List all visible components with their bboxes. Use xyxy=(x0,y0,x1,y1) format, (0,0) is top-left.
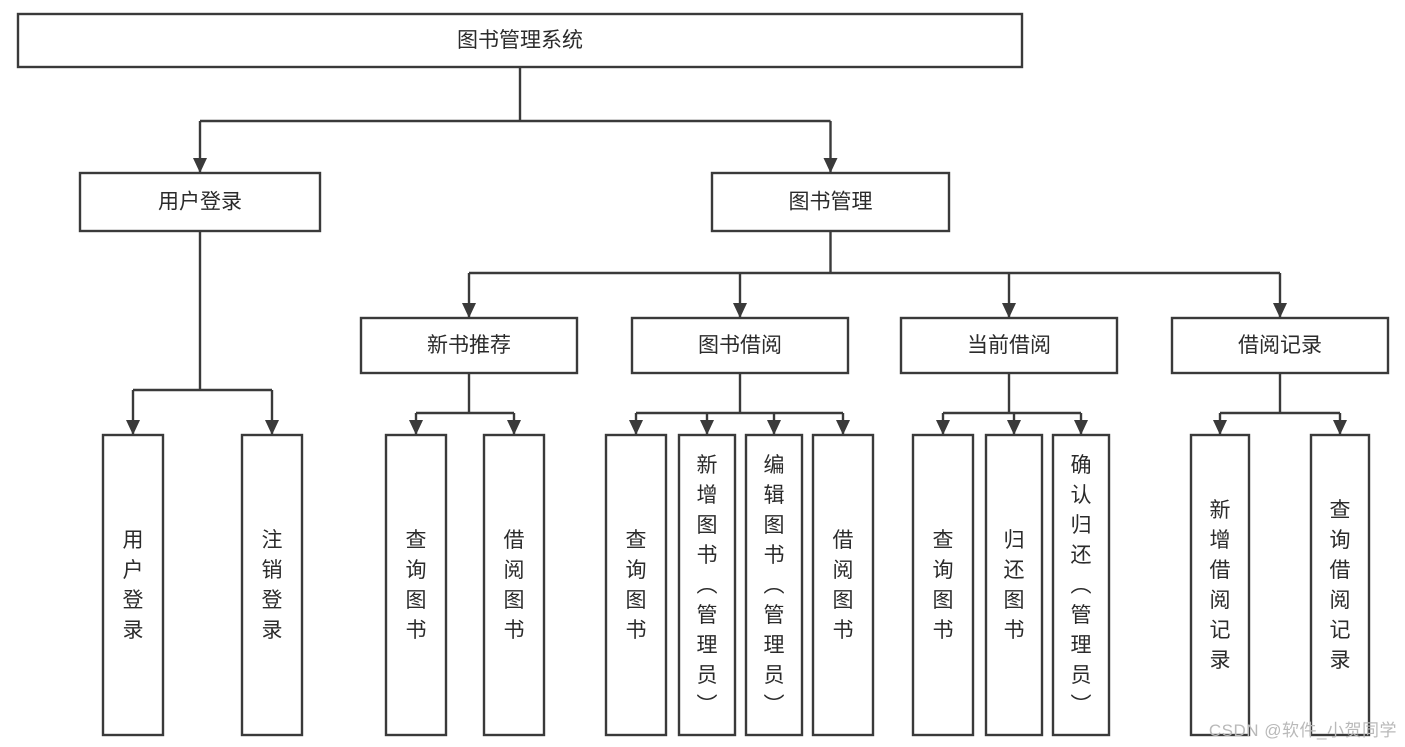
node-box-book-borrow xyxy=(630,316,850,375)
arrow-head-icon xyxy=(936,420,950,435)
arrow-head-icon xyxy=(1273,303,1287,318)
arrow-head-icon xyxy=(629,420,643,435)
node-leaf-borrow-query-book[interactable]: 查询图书 xyxy=(604,433,668,737)
node-box-leaf-current-confirm-return xyxy=(1051,433,1111,737)
node-box-leaf-current-query-book xyxy=(911,433,975,737)
node-label-new-book-rec: 新书推荐 xyxy=(427,334,511,357)
node-leaf-rec-borrow-book[interactable]: 借阅图书 xyxy=(482,433,546,737)
arrow-head-icon xyxy=(1074,420,1088,435)
node-leaf-current-query-book[interactable]: 查询图书 xyxy=(911,433,975,737)
node-label-leaf-borrow-add-book: 新增图书︵管理员︶ xyxy=(697,454,718,717)
arrow-head-icon xyxy=(409,420,423,435)
arrow-head-icon xyxy=(507,420,521,435)
arrow-head-icon xyxy=(1333,420,1347,435)
arrow-head-icon xyxy=(767,420,781,435)
node-new-book-rec[interactable]: 新书推荐 xyxy=(359,316,579,375)
node-label-book-borrow: 图书借阅 xyxy=(698,334,782,357)
node-book-borrow[interactable]: 图书借阅 xyxy=(630,316,850,375)
node-label-leaf-current-query-book: 查询图书 xyxy=(933,529,954,642)
node-label-leaf-borrow-query-book: 查询图书 xyxy=(626,529,647,642)
arrow-head-icon xyxy=(462,303,476,318)
arrow-head-icon xyxy=(836,420,850,435)
arrow-head-icon xyxy=(823,158,838,173)
node-label-leaf-user-logout: 注销登录 xyxy=(262,529,283,642)
connector-layer xyxy=(126,67,1347,435)
node-leaf-rec-query-book[interactable]: 查询图书 xyxy=(384,433,448,737)
node-box-leaf-borrow-add-book xyxy=(677,433,737,737)
node-box-leaf-rec-borrow-book xyxy=(482,433,546,737)
node-label-book-manage: 图书管理 xyxy=(789,191,873,214)
node-leaf-record-add[interactable]: 新增借阅记录 xyxy=(1189,433,1251,737)
arrow-head-icon xyxy=(265,420,279,435)
node-leaf-borrow-borrow-book[interactable]: 借阅图书 xyxy=(811,433,875,737)
node-label-leaf-current-confirm-return: 确认归还︵管理员︶ xyxy=(1071,454,1092,717)
watermark-text: CSDN @软件_小贺同学 xyxy=(1208,721,1397,740)
node-leaf-user-login[interactable]: 用户登录 xyxy=(101,433,165,737)
node-label-leaf-borrow-edit-book: 编辑图书︵管理员︶ xyxy=(764,454,785,717)
node-user-login[interactable]: 用户登录 xyxy=(78,171,322,233)
node-box-current-borrow xyxy=(899,316,1119,375)
node-label-user-login: 用户登录 xyxy=(158,191,242,214)
arrow-head-icon xyxy=(1002,303,1016,318)
node-label-current-borrow: 当前借阅 xyxy=(967,334,1051,357)
node-leaf-current-return-book[interactable]: 归还图书 xyxy=(984,433,1044,737)
arrow-head-icon xyxy=(126,420,140,435)
node-label-leaf-record-query: 查询借阅记录 xyxy=(1330,499,1351,672)
node-label-borrow-record: 借阅记录 xyxy=(1238,334,1322,357)
arrow-head-icon xyxy=(733,303,747,318)
node-label-leaf-record-add: 新增借阅记录 xyxy=(1210,499,1231,672)
node-book-manage[interactable]: 图书管理 xyxy=(710,171,951,233)
node-layer: 图书管理系统用户登录图书管理新书推荐图书借阅当前借阅借阅记录用户登录注销登录查询… xyxy=(16,12,1390,737)
node-label-leaf-borrow-borrow-book: 借阅图书 xyxy=(833,529,854,642)
arrow-head-icon xyxy=(193,158,207,173)
node-label-leaf-rec-query-book: 查询图书 xyxy=(406,529,427,642)
arrow-head-icon xyxy=(1213,420,1227,435)
node-leaf-current-confirm-return[interactable]: 确认归还︵管理员︶ xyxy=(1051,433,1111,737)
node-box-borrow-record xyxy=(1170,316,1390,375)
node-current-borrow[interactable]: 当前借阅 xyxy=(899,316,1119,375)
node-box-leaf-current-return-book xyxy=(984,433,1044,737)
node-leaf-borrow-add-book[interactable]: 新增图书︵管理员︶ xyxy=(677,433,737,737)
node-label-leaf-user-login: 用户登录 xyxy=(123,529,144,642)
arrow-head-icon xyxy=(700,420,714,435)
node-leaf-borrow-edit-book[interactable]: 编辑图书︵管理员︶ xyxy=(744,433,804,737)
node-label-leaf-rec-borrow-book: 借阅图书 xyxy=(504,529,525,642)
node-box-leaf-borrow-edit-book xyxy=(744,433,804,737)
node-box-leaf-borrow-query-book xyxy=(604,433,668,737)
node-box-book-manage xyxy=(710,171,951,233)
node-box-leaf-record-query xyxy=(1309,433,1371,737)
node-borrow-record[interactable]: 借阅记录 xyxy=(1170,316,1390,375)
node-box-new-book-rec xyxy=(359,316,579,375)
node-leaf-record-query[interactable]: 查询借阅记录 xyxy=(1309,433,1371,737)
node-box-leaf-user-login xyxy=(101,433,165,737)
node-box-leaf-record-add xyxy=(1189,433,1251,737)
node-box-leaf-rec-query-book xyxy=(384,433,448,737)
node-box-root xyxy=(16,12,1024,69)
node-box-user-login xyxy=(78,171,322,233)
node-root[interactable]: 图书管理系统 xyxy=(16,12,1024,69)
node-box-leaf-borrow-borrow-book xyxy=(811,433,875,737)
arrow-head-icon xyxy=(1007,420,1021,435)
node-label-leaf-current-return-book: 归还图书 xyxy=(1004,529,1025,642)
node-leaf-user-logout[interactable]: 注销登录 xyxy=(240,433,304,737)
node-box-leaf-user-logout xyxy=(240,433,304,737)
node-label-root: 图书管理系统 xyxy=(457,29,583,52)
